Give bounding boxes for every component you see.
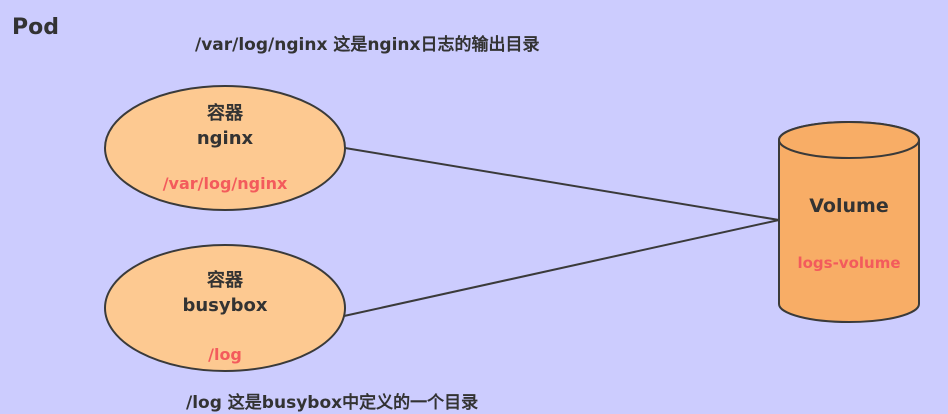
nginx-container: 容器 nginx /var/log/nginx xyxy=(104,85,346,211)
busybox-dir-note: /log 这是busybox中定义的一个目录 xyxy=(186,392,478,413)
nginx-volume-link xyxy=(344,147,780,221)
busybox-container-mount-path: /log xyxy=(208,345,242,364)
busybox-container-ellipse xyxy=(104,244,346,372)
busybox-container-kind: 容器 xyxy=(207,269,244,291)
nginx-container-kind: 容器 xyxy=(207,102,244,124)
pod-label: Pod xyxy=(12,15,59,40)
busybox-container-name: busybox xyxy=(182,295,267,316)
volume-name: logs-volume xyxy=(797,254,900,272)
cylinder-top-cap xyxy=(778,121,920,159)
volume-title: Volume xyxy=(809,195,888,217)
nginx-container-mount-path: /var/log/nginx xyxy=(163,174,288,193)
nginx-dir-note: /var/log/nginx 这是nginx日志的输出目录 xyxy=(195,34,540,55)
busybox-container: 容器 busybox /log xyxy=(104,244,346,372)
nginx-container-ellipse xyxy=(104,85,346,211)
nginx-container-name: nginx xyxy=(197,128,254,149)
busybox-volume-link xyxy=(343,219,780,317)
logs-volume-cylinder: Volume logs-volume xyxy=(778,121,920,323)
